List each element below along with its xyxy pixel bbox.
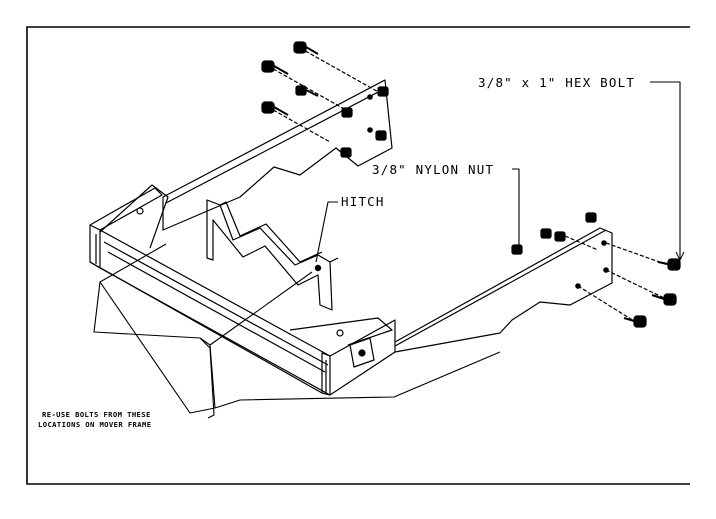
left-side-plate — [162, 79, 393, 231]
front-cross-channel — [89, 187, 396, 396]
nut-icon — [375, 130, 387, 141]
reuse-bolts-note-line2: LOCATIONS ON MOVER FRAME — [38, 420, 151, 429]
reuse-bolts-note-line1: RE-USE BOLTS FROM THESE — [42, 410, 151, 419]
leader-lines — [93, 81, 685, 419]
bolt-icon — [577, 285, 647, 328]
bolt-icon — [261, 60, 347, 111]
nut-icon — [585, 212, 597, 223]
hitch-plate — [206, 199, 339, 311]
hitch-label: HITCH — [341, 194, 385, 209]
nut-icon — [511, 244, 523, 255]
hitch-mount-tab — [349, 337, 375, 368]
nylon-nut-label: 3/8" NYLON NUT — [372, 162, 494, 177]
bolt-icon — [293, 41, 383, 95]
right-gusset — [289, 317, 393, 346]
nut-icon — [340, 147, 352, 158]
bolt-icon — [605, 242, 681, 271]
hex-bolt-label: 3/8" x 1" HEX BOLT — [478, 75, 635, 90]
left-bolt-group — [261, 41, 389, 158]
nut-icon — [540, 228, 599, 251]
nut-icon — [341, 107, 353, 118]
bolt-icon — [261, 101, 331, 143]
right-side-plate — [394, 227, 613, 353]
bolt-icon — [605, 269, 677, 306]
drawing-border — [26, 26, 690, 485]
left-gusset — [99, 184, 169, 249]
right-bolt-group — [511, 212, 681, 328]
nut-icon — [295, 85, 319, 97]
nut-icon — [377, 86, 389, 97]
